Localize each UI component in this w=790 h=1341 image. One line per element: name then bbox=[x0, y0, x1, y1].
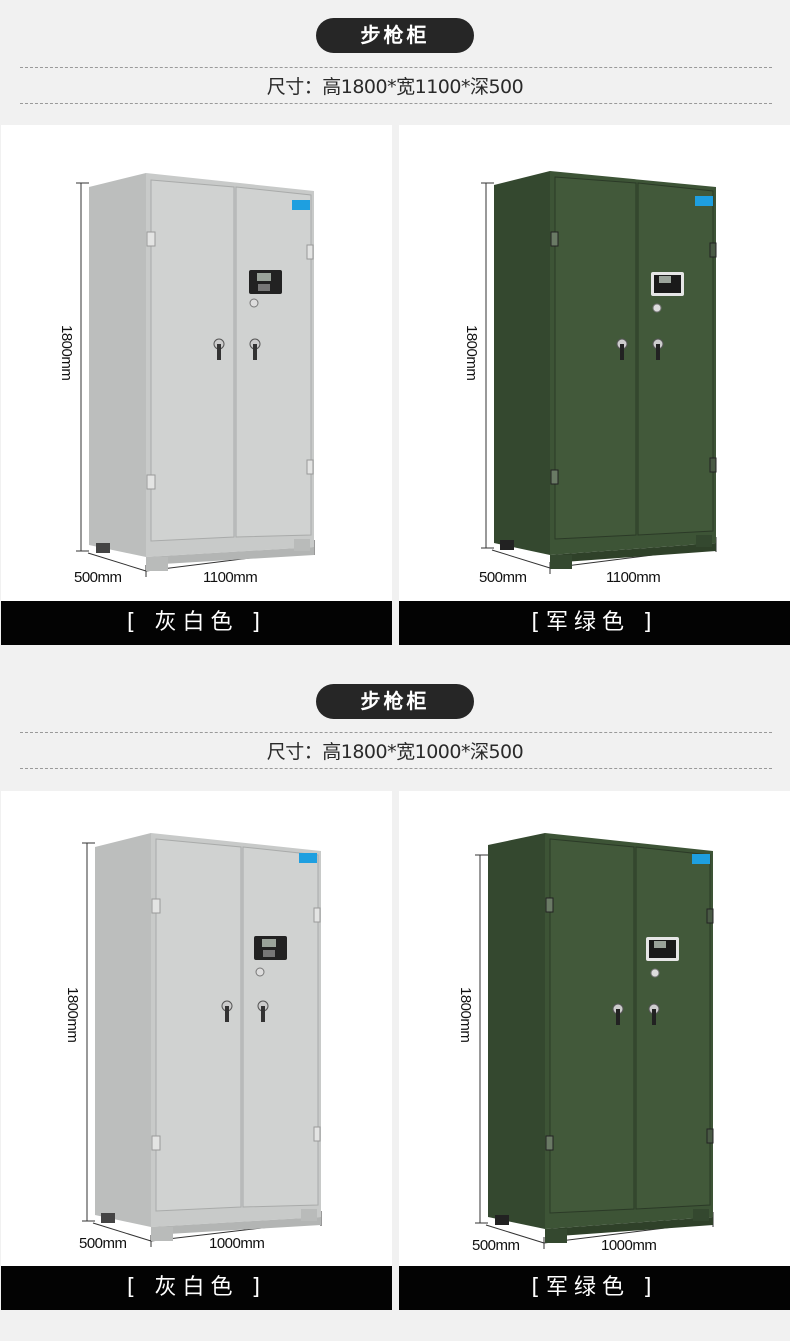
color-label-band: [军绿色 ] bbox=[399, 601, 790, 645]
height-dimension-label: 1800mm bbox=[58, 325, 75, 381]
product-card-grey[interactable]: 1800mm 500mm 1100mm [ 灰白色 ] bbox=[1, 125, 392, 645]
color-label-band: [ 灰白色 ] bbox=[1, 1266, 392, 1310]
height-dimension-label: 1800mm bbox=[463, 325, 480, 381]
section-title-badge: 步枪柜 bbox=[316, 18, 474, 53]
depth-dimension-label: 500mm bbox=[74, 569, 122, 586]
product-card-green[interactable]: 1800mm 500mm 1100mm [军绿色 ] bbox=[399, 125, 790, 645]
depth-dimension-label: 500mm bbox=[479, 569, 527, 586]
color-label-band: [ 灰白色 ] bbox=[1, 601, 392, 645]
divider-top bbox=[20, 67, 772, 68]
cabinet-illustration bbox=[481, 171, 717, 574]
product-section-1: 步枪柜 尺寸：高1800*宽1100*深500 bbox=[0, 0, 790, 660]
divider-bottom bbox=[20, 103, 772, 104]
product-card-grey[interactable]: 1800mm 500mm 1000mm [ 灰白色 ] bbox=[1, 791, 392, 1310]
cabinet-illustration bbox=[82, 833, 322, 1247]
cabinet-illustration bbox=[76, 173, 315, 577]
height-dimension-label: 1800mm bbox=[457, 987, 474, 1043]
divider-top bbox=[20, 732, 772, 733]
depth-dimension-label: 500mm bbox=[79, 1235, 127, 1252]
product-card-green[interactable]: 1800mm 500mm 1000mm [军绿色 ] bbox=[399, 791, 790, 1310]
divider-bottom bbox=[20, 768, 772, 769]
width-dimension-label: 1100mm bbox=[203, 569, 258, 586]
color-label-band: [军绿色 ] bbox=[399, 1266, 790, 1310]
width-dimension-label: 1000mm bbox=[209, 1235, 265, 1252]
section-title-badge: 步枪柜 bbox=[316, 684, 474, 719]
width-dimension-label: 1100mm bbox=[606, 569, 661, 586]
width-dimension-label: 1000mm bbox=[601, 1237, 657, 1254]
product-section-2: 步枪柜 尺寸：高1800*宽1000*深500 bbox=[0, 666, 790, 1341]
size-spec: 尺寸：高1800*宽1100*深500 bbox=[266, 76, 524, 98]
height-dimension-label: 1800mm bbox=[64, 987, 81, 1043]
size-spec: 尺寸：高1800*宽1000*深500 bbox=[266, 741, 524, 763]
depth-dimension-label: 500mm bbox=[472, 1237, 520, 1254]
cabinet-illustration bbox=[475, 833, 714, 1249]
